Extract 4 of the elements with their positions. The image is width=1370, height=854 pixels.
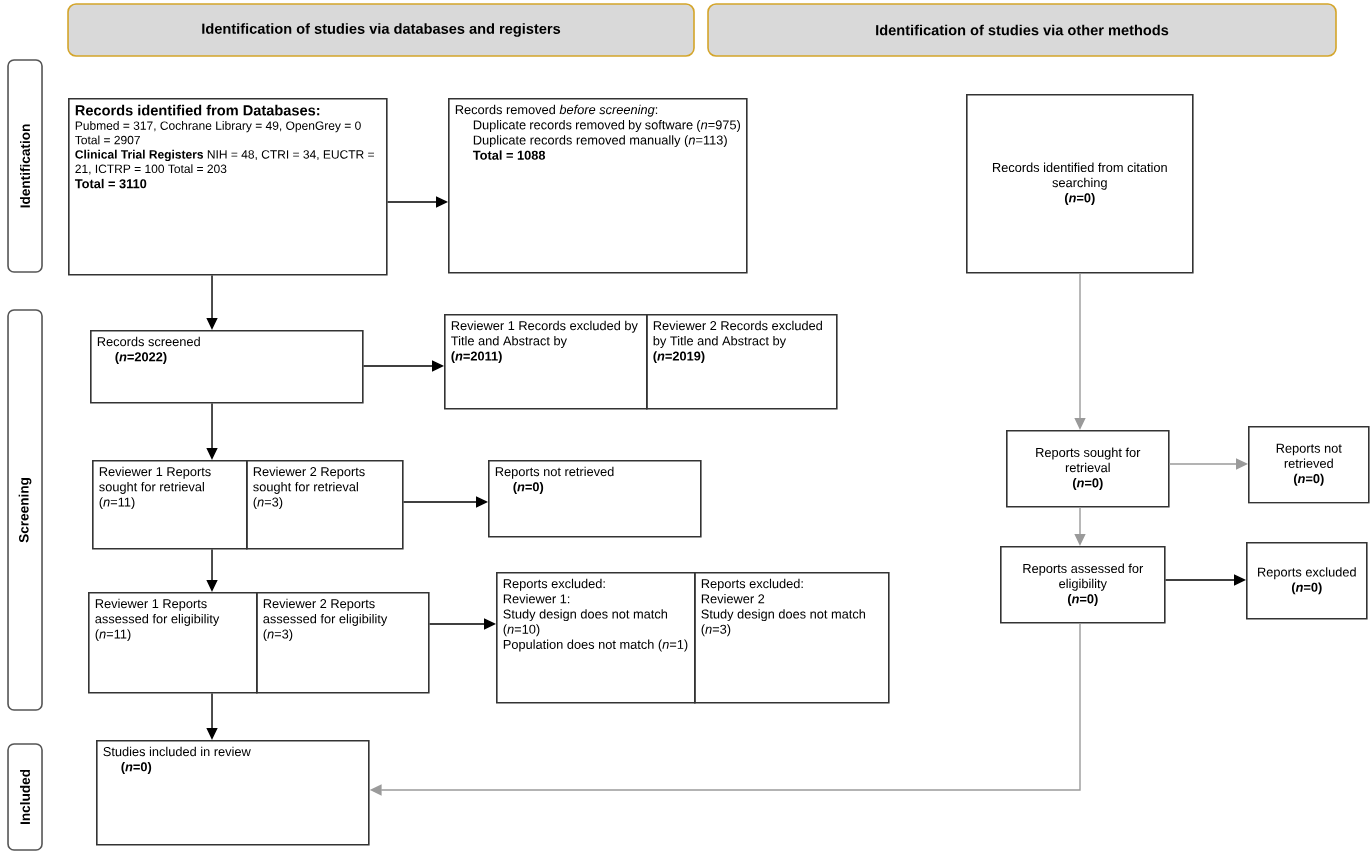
arrow (362, 360, 444, 372)
arrow (428, 618, 496, 630)
arrow (386, 196, 448, 208)
arrow (402, 496, 488, 508)
